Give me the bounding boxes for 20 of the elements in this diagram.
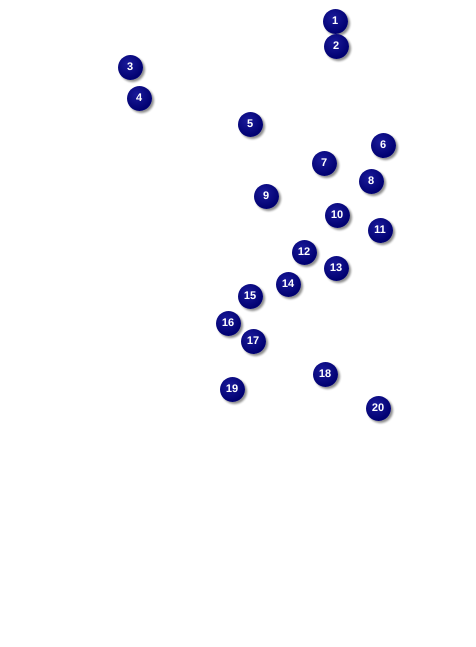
callout-number: 7 [312, 150, 336, 176]
callout-number: 19 [220, 376, 244, 402]
callout-number: 5 [238, 112, 262, 136]
callout-number: 15 [238, 284, 262, 308]
callout-number: 3 [118, 54, 142, 80]
callout-number: 4 [126, 86, 152, 110]
callout-number: 1 [322, 8, 348, 34]
callout-number: 6 [370, 132, 396, 158]
callout-number: 11 [368, 218, 392, 242]
callout-number: 18 [312, 362, 338, 386]
callout-number: 10 [324, 202, 350, 228]
callout-number: 9 [254, 184, 278, 208]
callout-number: 13 [324, 256, 348, 280]
callout-number: 17 [240, 328, 266, 354]
callout-number: 8 [358, 168, 384, 194]
callout-number: 14 [276, 272, 300, 296]
callout-number: 12 [292, 240, 316, 264]
callout-number: 2 [324, 34, 348, 58]
callout-number: 16 [216, 310, 240, 336]
callout-number: 20 [366, 396, 390, 420]
